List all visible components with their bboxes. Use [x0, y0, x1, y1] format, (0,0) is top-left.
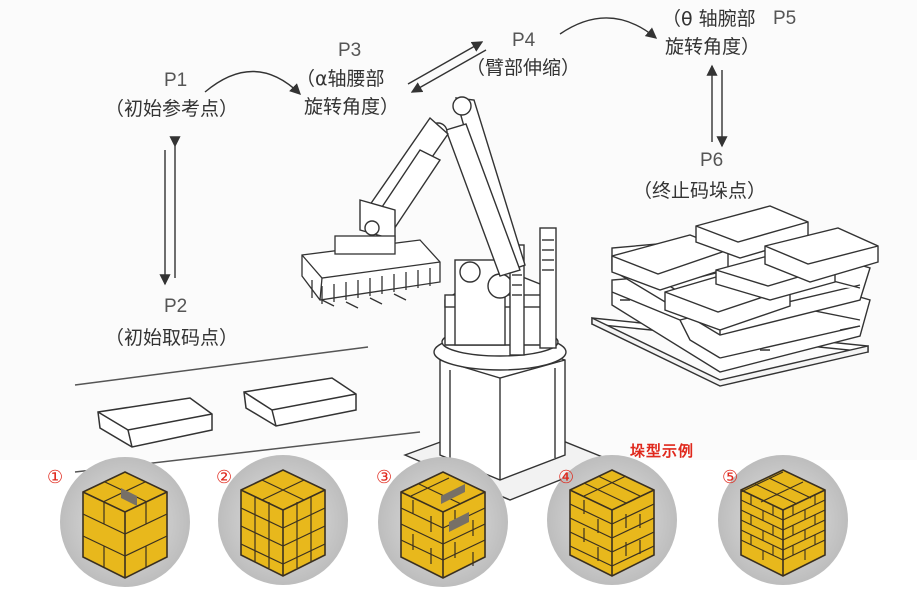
pattern-5-cube — [718, 455, 848, 585]
pattern-4-cube — [547, 455, 677, 585]
robot-arm — [359, 96, 557, 356]
p6-label: P6 — [700, 150, 724, 171]
p4-label: P4 — [512, 30, 536, 51]
p4-description: （臂部伸缩） — [466, 57, 581, 79]
pattern-5-number: ⑤ — [722, 467, 739, 488]
conveyor-bag-1 — [97, 397, 213, 448]
pattern-4-number: ④ — [558, 467, 575, 488]
p3-label: P3 — [338, 40, 362, 61]
pattern-3-number: ③ — [376, 467, 393, 488]
p1-label: P1 — [164, 70, 188, 91]
p1-description: （初始参考点） — [105, 98, 239, 120]
p3-description-line2: 旋转角度） — [304, 96, 400, 118]
p3-description-line1: （α轴腰部 — [296, 68, 385, 90]
motion-arrows — [159, 17, 728, 286]
p3-p4-arrow-2 — [410, 49, 487, 93]
robot-gripper — [301, 235, 441, 309]
p2-label: P2 — [164, 296, 188, 317]
p5-description-line2: 旋转角度） — [665, 36, 761, 58]
p5-description-line1: （θ 轴腕部 — [662, 8, 756, 30]
stack-patterns — [60, 455, 848, 587]
pattern-1-number: ① — [47, 467, 64, 488]
conveyor-bag-2 — [243, 377, 357, 427]
pattern-2-number: ② — [216, 467, 233, 488]
pattern-1-cube — [60, 457, 190, 587]
p3-p4-arrow-1 — [407, 41, 484, 85]
p5-label: P5 — [773, 8, 797, 29]
pattern-3-cube — [378, 457, 508, 587]
p1-p3-arc — [204, 70, 302, 95]
pattern-2-cube — [218, 455, 348, 585]
p6-description: （终止码垛点） — [633, 180, 767, 202]
p4-p5-arc — [559, 17, 658, 39]
stacked-pallet — [591, 205, 879, 387]
p2-description: （初始取码点） — [105, 327, 239, 349]
pattern-title: 垛型示例 — [630, 442, 695, 460]
